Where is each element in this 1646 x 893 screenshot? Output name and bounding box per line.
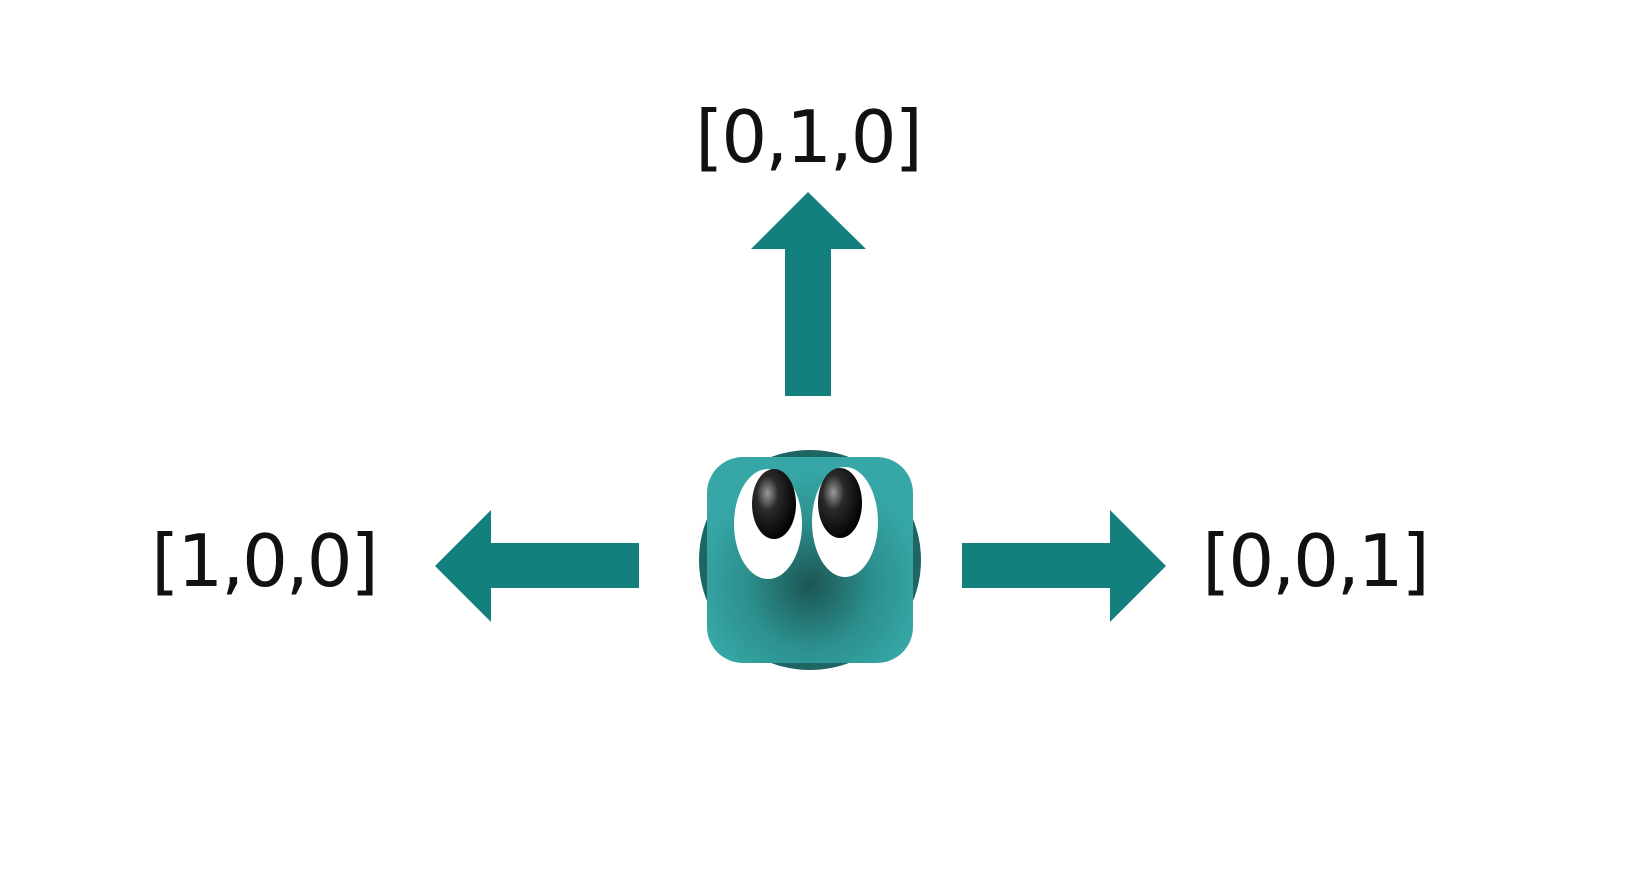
arrow-left-icon — [435, 510, 639, 622]
label-left: [1,0,0] — [151, 519, 376, 603]
agent-character-icon — [699, 450, 921, 670]
arrow-up-icon — [751, 192, 866, 396]
left-eye-pupil — [752, 469, 796, 539]
arrow-right-icon — [962, 510, 1166, 622]
label-up: [0,1,0] — [695, 95, 920, 179]
right-eye-pupil — [818, 468, 862, 538]
label-right: [0,0,1] — [1202, 519, 1427, 603]
agent-body — [707, 457, 913, 663]
